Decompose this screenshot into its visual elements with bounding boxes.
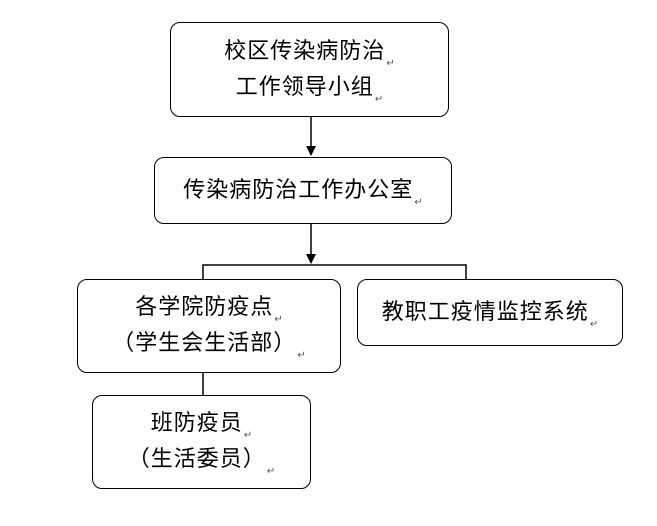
college-points-box: 各学院防疫点↵ （学生会生活部）↵ — [77, 279, 341, 373]
college-points-line-1: 各学院防疫点↵ — [135, 295, 283, 325]
class-officer-box: 班防疫员↵ （生活委员）↵ — [92, 395, 311, 489]
prevention-office-box: 传染病防治工作办公室↵ — [154, 157, 452, 224]
class-officer-line-2: （生活委员）↵ — [127, 447, 276, 477]
staff-monitoring-box: 教职工疫情监控系统↵ — [357, 279, 623, 346]
paragraph-mark-icon: ↵ — [414, 196, 423, 208]
paragraph-mark-icon: ↵ — [266, 466, 276, 477]
paragraph-mark-icon: ↵ — [274, 314, 283, 325]
prevention-office-line-1: 传染病防治工作办公室↵ — [183, 177, 423, 208]
leadership-group-line-1: 校区传染病防治↵ — [224, 38, 395, 69]
paragraph-mark-icon: ↵ — [297, 350, 306, 361]
paragraph-mark-icon: ↵ — [589, 318, 599, 330]
paragraph-mark-icon: ↵ — [374, 93, 384, 105]
class-officer-line-1: 班防疫员↵ — [150, 411, 253, 441]
leadership-group-box: 校区传染病防治↵ 工作领导小组↵ — [170, 22, 449, 117]
leadership-group-line-2: 工作领导小组↵ — [235, 74, 384, 105]
paragraph-mark-icon: ↵ — [386, 57, 395, 69]
paragraph-mark-icon: ↵ — [243, 430, 253, 441]
staff-monitoring-line-1: 教职工疫情监控系统↵ — [381, 299, 599, 330]
college-points-line-2: （学生会生活部）↵ — [112, 331, 306, 361]
branch-connector — [202, 264, 467, 279]
